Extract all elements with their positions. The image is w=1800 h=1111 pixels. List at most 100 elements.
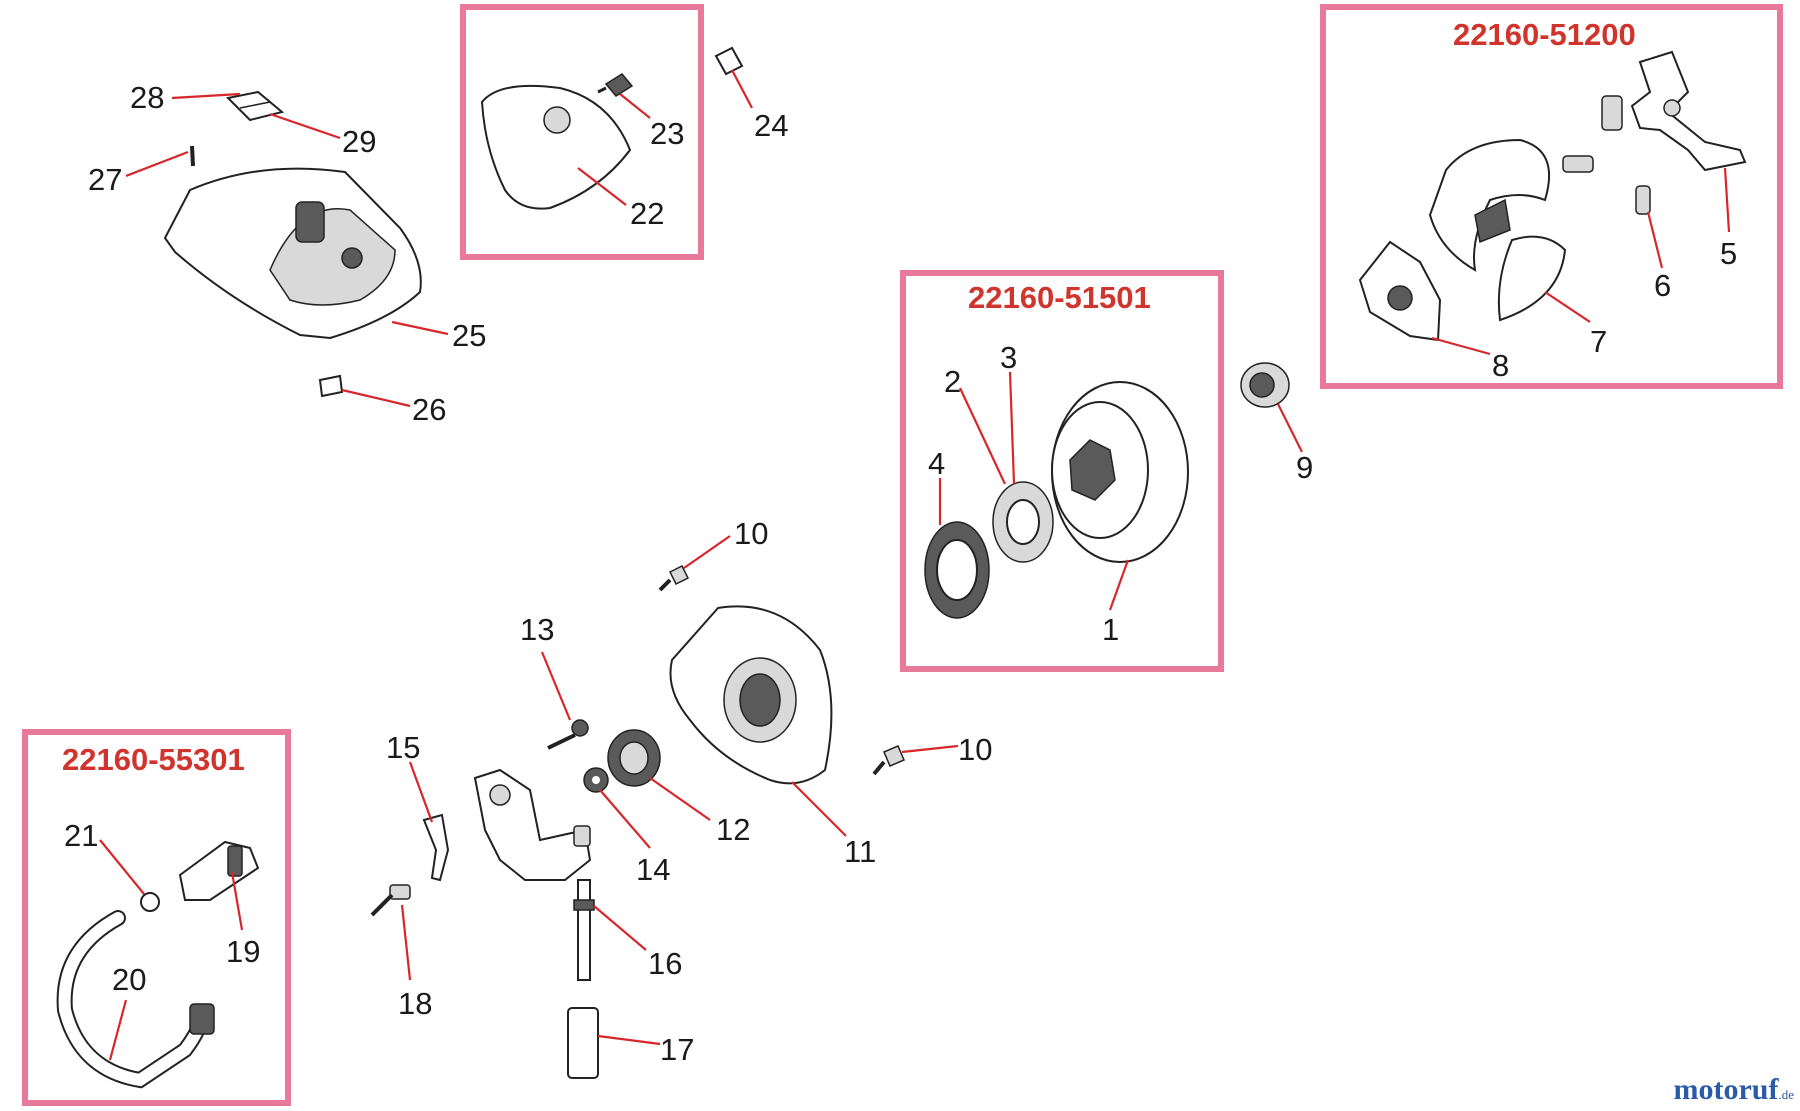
leader-24 [731, 69, 753, 109]
callout-11: 11 [844, 834, 876, 869]
callout-29: 29 [342, 124, 376, 159]
leader-27 [125, 150, 189, 178]
oil-pump-part [473, 768, 592, 881]
leader-8 [1431, 336, 1491, 356]
callout-20: 20 [112, 962, 146, 997]
callout-14: 14 [636, 852, 670, 887]
callout-16: 16 [648, 946, 682, 981]
callout-9: 9 [1296, 450, 1313, 485]
callout-10-top: 10 [734, 516, 768, 551]
clip-part [318, 374, 344, 398]
rim-sprocket-part [992, 481, 1054, 563]
callout-7: 7 [1590, 324, 1607, 359]
screw-13-part [547, 719, 589, 750]
leader-25 [391, 320, 449, 336]
adjuster-part [370, 884, 411, 917]
leader-lines [99, 69, 1731, 1061]
small-screw-part [190, 145, 195, 167]
kit-label-22160-51200: 22160-51200 [1453, 17, 1636, 52]
leader-20 [108, 999, 128, 1061]
leader-14 [599, 789, 651, 849]
kit-box-22160-51501 [900, 270, 1224, 672]
callout-19: 19 [226, 934, 260, 969]
leader-12 [649, 777, 711, 821]
leader-13 [540, 651, 572, 721]
bolt-top-part [658, 564, 690, 592]
decal-part [225, 90, 285, 122]
washer-part [924, 521, 990, 619]
callout-numbers: 28 29 27 25 26 23 22 24 5 6 7 8 9 2 3 4 … [64, 80, 1737, 1067]
oil-tube-part [573, 879, 595, 981]
leader-29 [269, 112, 341, 140]
leader-5 [1723, 167, 1731, 233]
clutch-plate-part [1358, 240, 1442, 342]
leader-28 [171, 92, 241, 100]
fuel-hose-part [56, 910, 215, 1089]
callout-21: 21 [64, 818, 98, 853]
clutch-cover-part [669, 605, 833, 785]
kit-box-22160-51200 [1320, 4, 1783, 389]
watermark-main: motoruf [1673, 1073, 1779, 1106]
top-cover-part [163, 167, 422, 340]
worm-gear-part [607, 729, 661, 787]
kit-label-22160-51501: 22160-51501 [968, 280, 1151, 315]
callout-23: 23 [650, 116, 684, 151]
oil-filter-part [567, 1007, 599, 1079]
leader-10b [901, 744, 959, 754]
pin-part [1635, 185, 1651, 215]
callout-2: 2 [944, 364, 961, 399]
leader-15 [408, 761, 434, 823]
spring-part [1562, 95, 1623, 173]
callout-4: 4 [928, 446, 945, 481]
clutch-drum-part [1051, 381, 1189, 563]
callout-5: 5 [1720, 236, 1737, 271]
leader-18 [400, 904, 412, 981]
callout-10-right: 10 [958, 732, 992, 767]
watermark-logo: motoruf.de [1673, 1073, 1794, 1107]
callout-22: 22 [630, 196, 664, 231]
leader-2 [959, 387, 1006, 485]
kit-box-22160-55301 [22, 729, 291, 1106]
callout-18: 18 [398, 986, 432, 1021]
callout-28: 28 [130, 80, 164, 115]
leader-1 [1108, 559, 1130, 611]
callout-12: 12 [716, 812, 750, 847]
callout-26: 26 [412, 392, 446, 427]
callout-15: 15 [386, 730, 420, 765]
leader-9 [1277, 403, 1303, 453]
callout-13: 13 [520, 612, 554, 647]
leader-3 [1008, 371, 1016, 485]
leader-7 [1544, 291, 1591, 323]
callout-24: 24 [754, 108, 788, 143]
leader-19 [230, 871, 244, 931]
leader-11 [791, 781, 847, 837]
callout-6: 6 [1654, 268, 1671, 303]
filter-cover-part [480, 84, 632, 210]
leader-21 [99, 839, 145, 895]
bolt-right-part [872, 745, 905, 776]
leader-23 [619, 93, 651, 119]
small-washer-part [583, 767, 609, 793]
callout-25: 25 [452, 318, 486, 353]
clutch-spider-part [1630, 50, 1747, 172]
highlight-box-22-23 [460, 4, 704, 260]
leader-16 [593, 905, 647, 951]
clutch-shoe-part [1428, 138, 1567, 322]
fuel-filter-part [178, 840, 260, 901]
needle-bearing-part [1240, 362, 1290, 408]
leader-26 [341, 388, 411, 408]
watermark-tld: .de [1778, 1087, 1794, 1102]
callout-27: 27 [88, 162, 122, 197]
callout-8: 8 [1492, 348, 1509, 383]
leader-17 [597, 1034, 661, 1046]
kit-label-22160-55301: 22160-55301 [62, 742, 245, 777]
callout-3: 3 [1000, 340, 1017, 375]
plate-part [714, 46, 744, 76]
leader-6 [1646, 211, 1664, 269]
knob-part [597, 73, 634, 97]
leader-10a [683, 535, 731, 569]
leader-22 [577, 167, 627, 206]
bracket-part [422, 813, 450, 882]
callout-1: 1 [1102, 612, 1119, 647]
